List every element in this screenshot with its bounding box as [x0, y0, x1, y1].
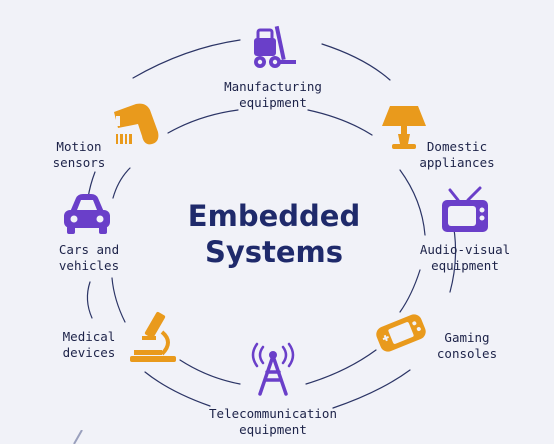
lamp-icon	[378, 100, 432, 154]
microscope-icon	[126, 310, 180, 364]
partial-mark	[73, 430, 83, 444]
inner-ring-arc	[399, 269, 421, 313]
inner-ring-arc	[111, 277, 126, 323]
node-medical-label: Medical devices	[62, 329, 116, 360]
antenna-tower-icon	[246, 342, 300, 396]
diagram-title: Embedded Systems	[174, 198, 374, 270]
title-line-2: Systems	[204, 235, 344, 269]
car-icon	[60, 188, 114, 242]
forklift-icon	[246, 22, 300, 76]
outer-ring-arc	[144, 371, 211, 407]
node-gaming-label: Gaming consoles	[436, 330, 498, 361]
inner-ring-arc	[167, 109, 239, 134]
node-motion-label: Motion sensors	[52, 139, 106, 170]
inner-ring-arc	[399, 169, 426, 236]
node-cars-label: Cars and vehicles	[58, 242, 120, 273]
inner-ring-arc	[305, 349, 377, 385]
outer-ring-arc	[321, 43, 391, 81]
outer-ring-arc	[332, 369, 411, 409]
node-telecom-label: Telecommunication equipment	[209, 406, 337, 437]
tv-icon	[438, 186, 492, 240]
node-domestic-label: Domestic appliances	[419, 139, 495, 170]
title-line-1: Embedded	[187, 199, 361, 233]
node-audio-visual-label: Audio-visual equipment	[419, 242, 511, 273]
node-manufacturing-label: Manufacturing equipment	[224, 79, 322, 110]
outer-ring-arc	[132, 39, 241, 79]
inner-ring-arc	[179, 359, 241, 385]
inner-ring-arc	[112, 167, 131, 199]
barcode-scanner-icon	[112, 98, 166, 152]
gamepad-icon	[374, 306, 428, 360]
inner-ring-arc	[307, 109, 373, 136]
outer-ring-arc	[86, 281, 93, 319]
